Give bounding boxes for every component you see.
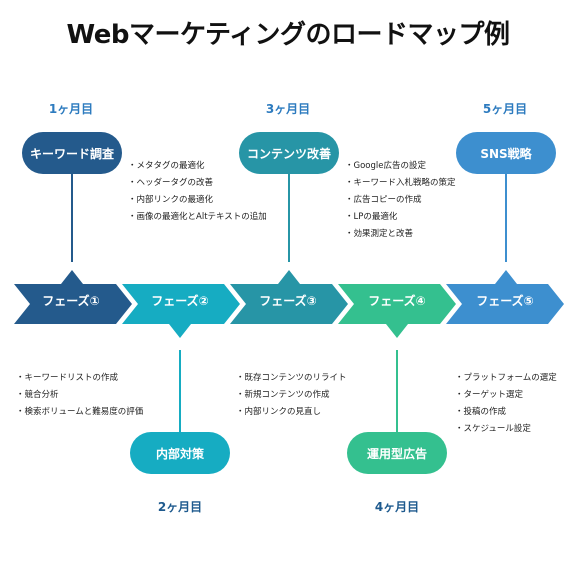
phase-label-4: フェーズ④ [368,294,426,308]
theme-label-4: 運用型広告 [366,446,427,461]
page-title: Webマーケティングのロードマップ例 [66,20,510,50]
subtask-item: キーワード入札戦略の策定 [345,175,456,192]
task-item: 新規コンテンツの作成 [236,387,347,404]
theme-pill-5: SNS戦略 [456,132,556,174]
connector-line-1 [71,174,73,262]
subtask-item: メタタグの最適化 [128,158,267,175]
connector-line-4 [396,350,398,432]
theme-label-2: 内部対策 [155,446,204,461]
theme-label-3: コンテンツ改善 [246,146,331,161]
chevron-phase-1 [14,284,132,324]
month-label-5: 5ヶ月目 [482,102,528,116]
phase-label-5: フェーズ⑤ [476,294,534,308]
pointer-down-4 [386,324,408,338]
phase-label-1: フェーズ① [42,294,100,308]
month-label-4: 4ヶ月目 [374,500,420,514]
theme-pill-1: キーワード調査 [22,132,122,174]
month-label-3: 3ヶ月目 [265,102,311,116]
phase-label-2: フェーズ② [151,294,209,308]
task-item: プラットフォームの選定 [455,370,557,387]
connector-line-3 [288,174,290,262]
theme-pill-3: コンテンツ改善 [239,132,339,174]
task-item: 内部リンクの見直し [236,404,347,421]
task-item: 投稿の作成 [455,404,557,421]
task-item: ターゲット選定 [455,387,557,404]
task-item: キーワードリストの作成 [16,370,143,387]
pointer-up-3 [278,270,300,284]
subtask-item: LPの最適化 [345,209,456,226]
task-list-5: プラットフォームの選定 ターゲット選定 投稿の作成 スケジュール設定 [455,370,557,438]
subtask-item: ヘッダータグの改善 [128,175,267,192]
subtask-list-3: Google広告の設定 キーワード入札戦略の策定 広告コピーの作成 LPの最適化… [345,158,456,243]
subtask-item: 画像の最適化とAltテキストの追加 [128,209,267,226]
month-label-1: 1ヶ月目 [48,102,94,116]
theme-label-5: SNS戦略 [480,146,532,161]
pointer-up-5 [495,270,517,284]
task-item: 既存コンテンツのリライト [236,370,347,387]
phase-label-3: フェーズ③ [259,294,317,308]
task-item: 競合分析 [16,387,143,404]
theme-label-1: キーワード調査 [29,146,114,161]
month-label-2: 2ヶ月目 [157,500,203,514]
pointer-down-2 [169,324,191,338]
chevron-phase-4 [338,284,456,324]
task-item: スケジュール設定 [455,421,557,438]
chevron-phase-3 [230,284,348,324]
subtask-item: 効果測定と改善 [345,226,456,243]
subtask-item: 内部リンクの最適化 [128,192,267,209]
pointer-up-1 [61,270,83,284]
subtask-list-1: メタタグの最適化 ヘッダータグの改善 内部リンクの最適化 画像の最適化とAltテ… [128,158,267,226]
task-item: 検索ボリュームと難易度の評価 [16,404,144,421]
task-list-1: キーワードリストの作成 競合分析 検索ボリュームと難易度の評価 [16,370,144,421]
subtask-item: Google広告の設定 [345,158,456,175]
connector-line-2 [179,350,181,432]
theme-pill-4: 運用型広告 [347,432,447,474]
chevron-phase-2 [122,284,240,324]
chevron-phase-5 [446,284,564,324]
subtask-item: 広告コピーの作成 [345,192,456,209]
connector-line-5 [505,174,507,262]
theme-pill-2: 内部対策 [130,432,230,474]
task-list-3: 既存コンテンツのリライト 新規コンテンツの作成 内部リンクの見直し [236,370,347,421]
